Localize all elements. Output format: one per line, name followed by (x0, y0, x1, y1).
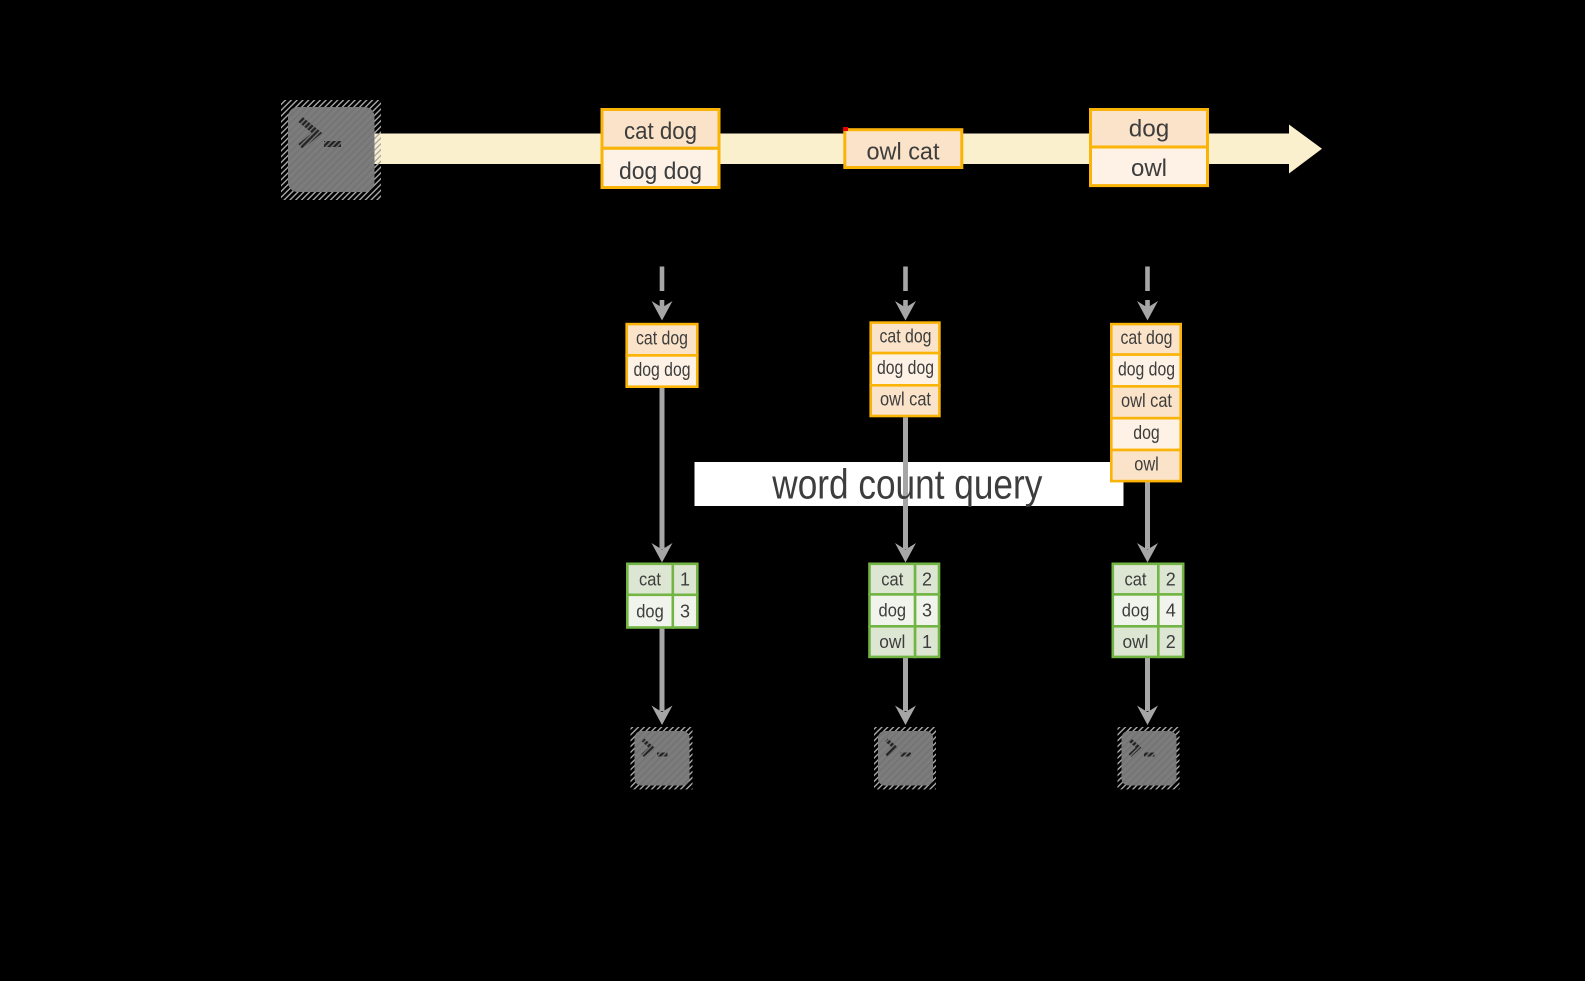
svg-text:2: 2 (1166, 569, 1176, 589)
svg-text:3: 3 (922, 601, 932, 621)
svg-text:owl cat: owl cat (867, 139, 940, 166)
svg-text:dog: dog (1133, 422, 1160, 444)
svg-text:owl: owl (1131, 155, 1167, 182)
svg-text:dog: dog (879, 601, 907, 621)
svg-text:owl cat: owl cat (880, 388, 931, 410)
svg-text:word count query: word count query (771, 461, 1042, 508)
svg-text:cat dog: cat dog (636, 328, 688, 350)
svg-text:cat: cat (1125, 569, 1147, 589)
svg-text:cat dog: cat dog (1121, 327, 1173, 349)
svg-text:owl: owl (1123, 632, 1149, 652)
svg-text:dog dog: dog dog (1118, 358, 1175, 380)
svg-text:owl: owl (879, 632, 905, 652)
svg-text:1: 1 (680, 570, 690, 590)
svg-text:2: 2 (1166, 632, 1176, 652)
svg-text:owl: owl (1134, 453, 1159, 475)
svg-text:cat dog: cat dog (624, 118, 697, 145)
svg-text:dog: dog (1129, 116, 1170, 143)
svg-text:3: 3 (680, 601, 690, 621)
svg-text:dog dog: dog dog (619, 158, 702, 185)
svg-text:owl cat: owl cat (1121, 390, 1172, 412)
svg-text:cat: cat (639, 570, 661, 590)
svg-text:4: 4 (1166, 601, 1176, 621)
svg-text:dog dog: dog dog (877, 357, 934, 379)
svg-text:1: 1 (922, 632, 932, 652)
svg-text:cat dog: cat dog (880, 326, 932, 348)
svg-text:cat: cat (881, 569, 903, 589)
svg-text:dog dog: dog dog (634, 359, 691, 381)
svg-text:2: 2 (922, 569, 932, 589)
svg-text:dog: dog (1122, 601, 1150, 621)
svg-text:dog: dog (636, 601, 664, 621)
